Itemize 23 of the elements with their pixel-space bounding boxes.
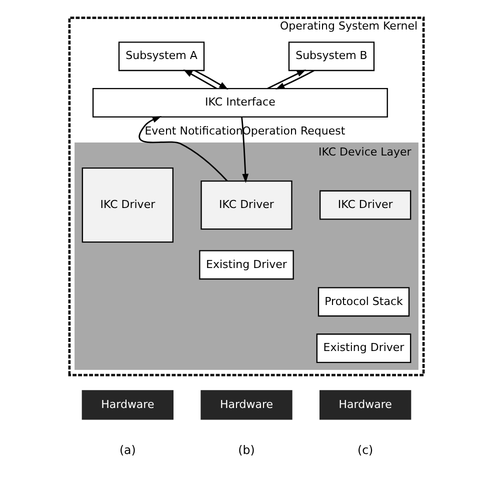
arrow — [194, 70, 228, 90]
node-box: Hardware — [200, 390, 292, 420]
label: (a) — [118, 443, 136, 458]
arrow — [182, 70, 216, 90]
node-box: Protocol Stack — [317, 287, 410, 317]
edge-label: Operation Request — [242, 124, 345, 138]
label: (b) — [238, 443, 254, 458]
node-box: Existing Driver — [316, 334, 411, 364]
node-box: IKC Driver — [200, 180, 292, 230]
node-box: Hardware — [81, 390, 174, 420]
node-box: IKC Interface — [92, 88, 388, 118]
arrow — [266, 70, 306, 90]
label: (c) — [356, 443, 373, 458]
node-box: IKC Driver — [81, 167, 174, 243]
edge-label: Event Notification — [144, 124, 242, 138]
arrow — [274, 70, 314, 90]
node-box: Subsystem A — [118, 42, 204, 72]
node-box: IKC Driver — [318, 190, 411, 220]
arrow — [138, 116, 228, 182]
arrow — [240, 116, 248, 183]
node-box: Hardware — [318, 390, 411, 420]
node-box: Existing Driver — [198, 250, 294, 280]
node-box: Subsystem B — [288, 42, 374, 72]
